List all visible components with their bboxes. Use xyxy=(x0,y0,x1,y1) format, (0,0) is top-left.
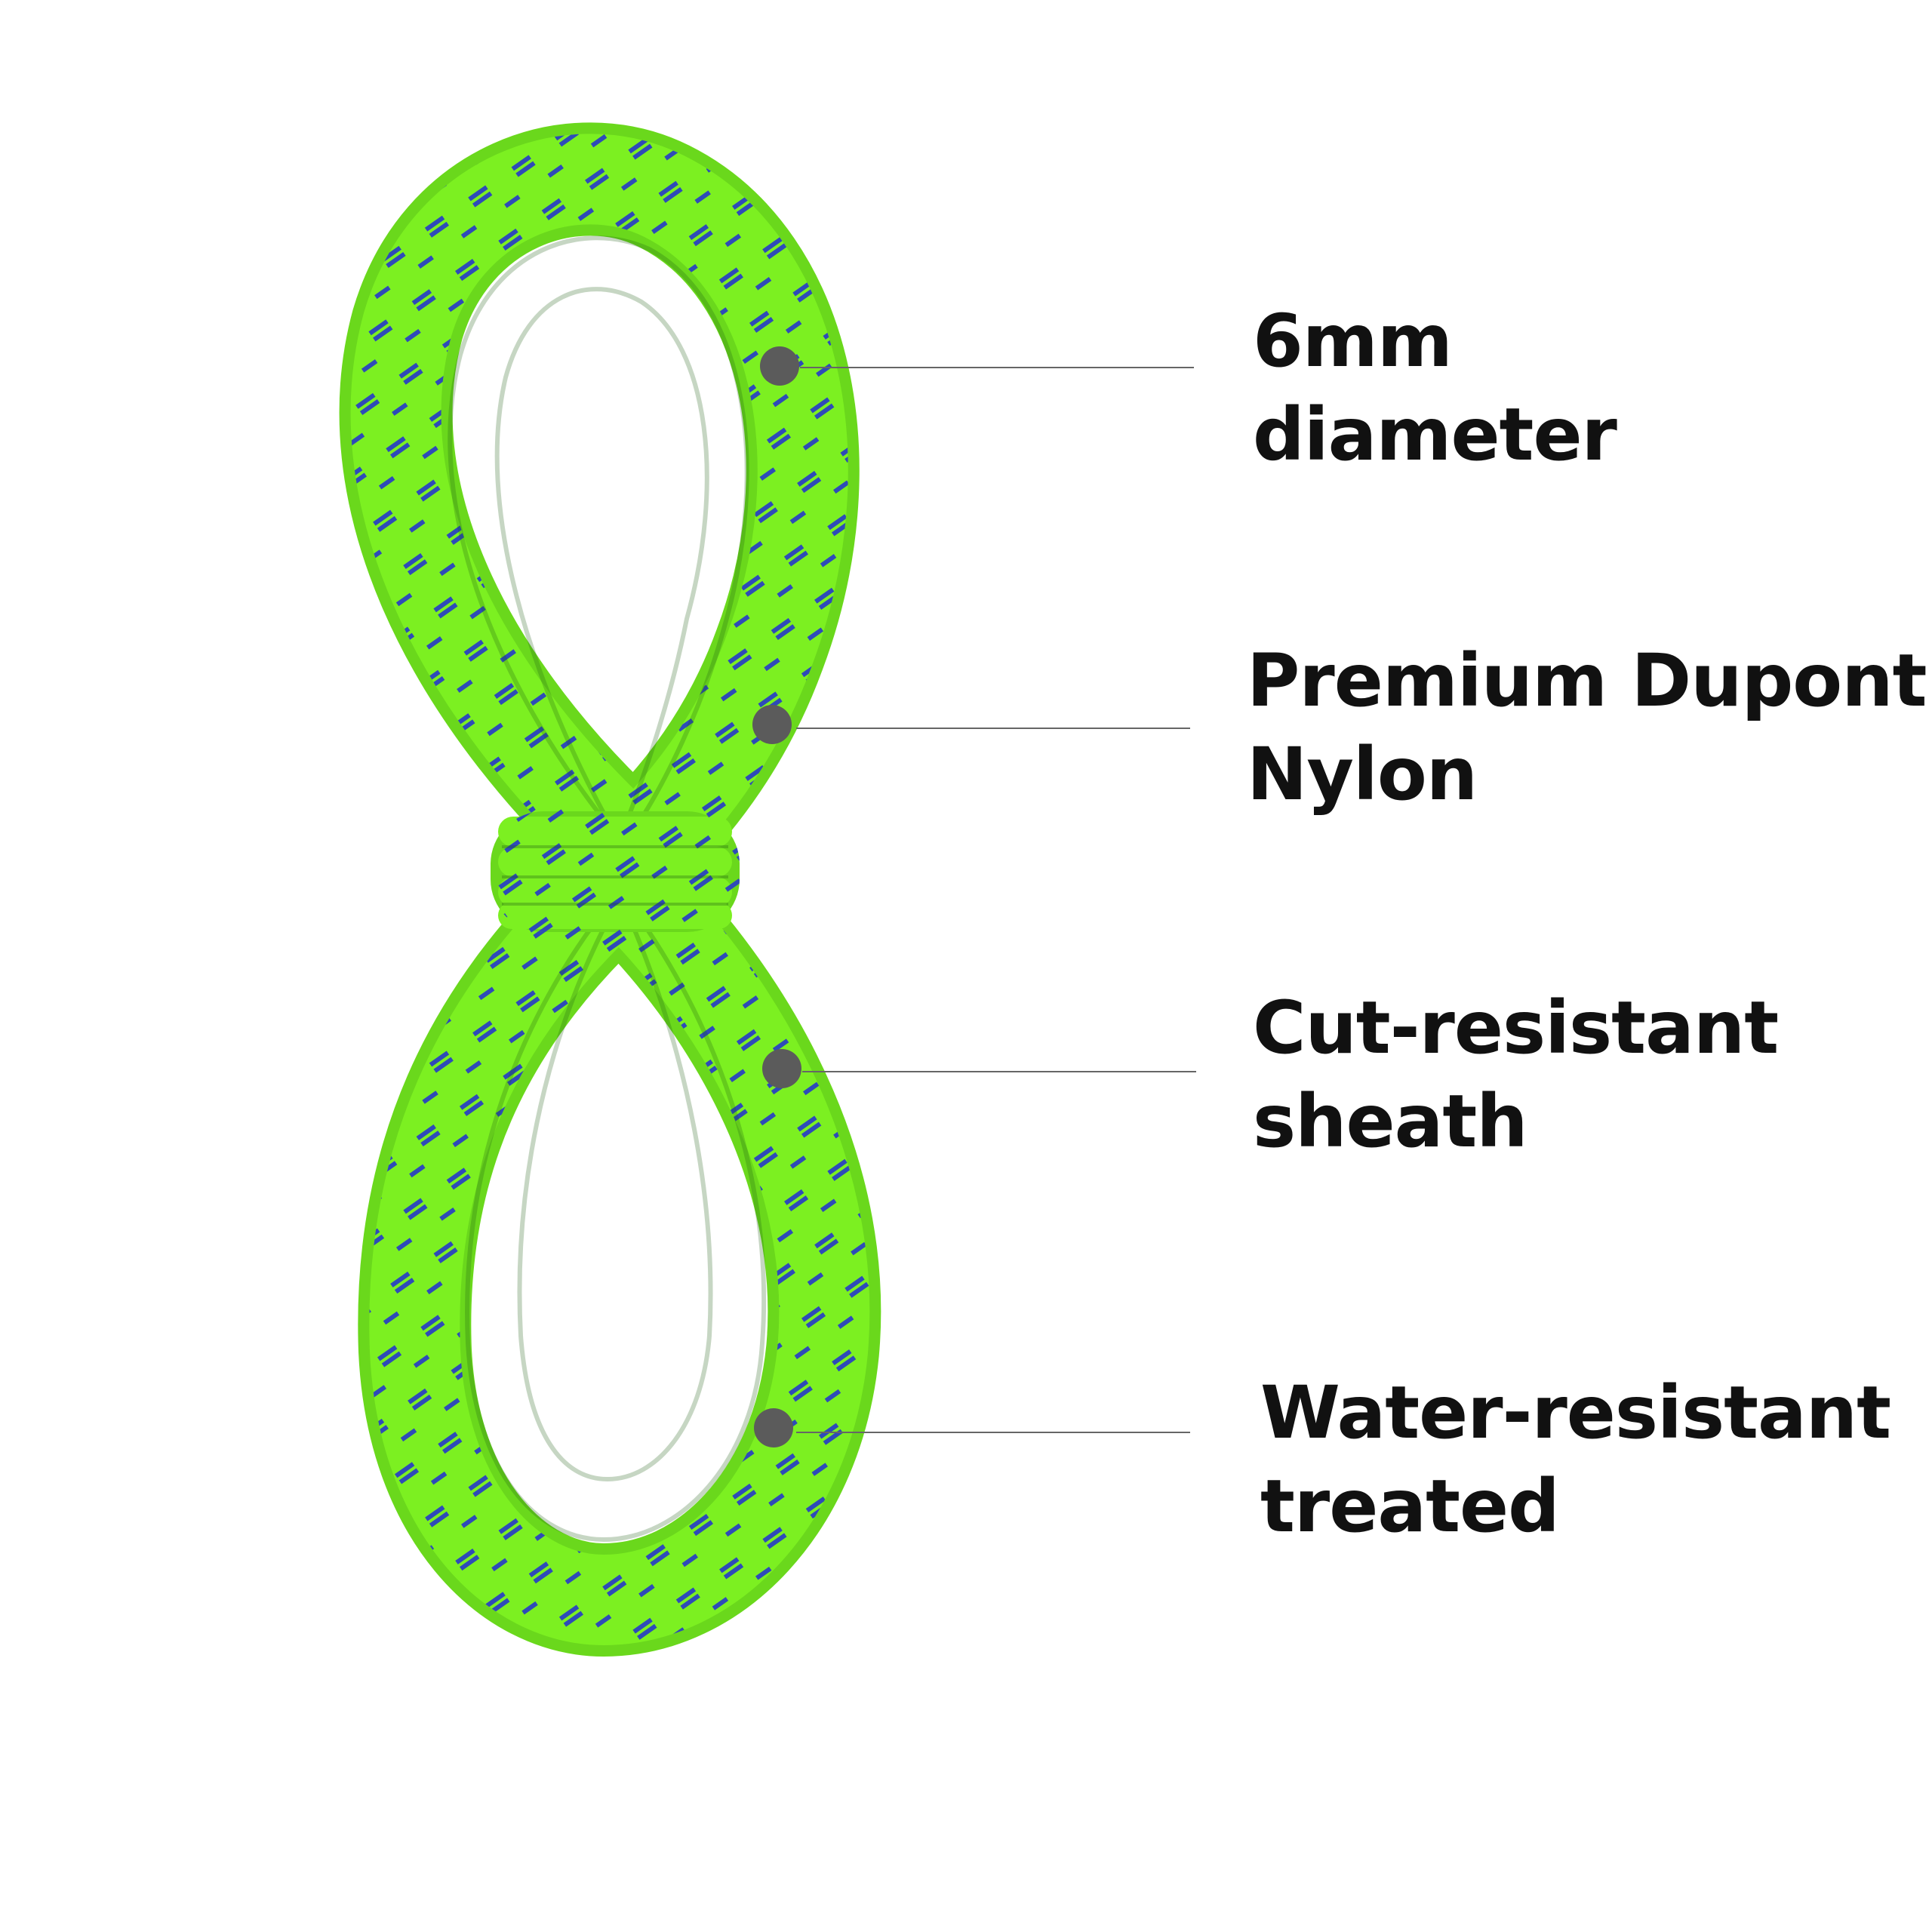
callout-label-material: Premium Dupont Nylon xyxy=(1247,634,1927,821)
callout-label-diameter: 6mm diameter xyxy=(1253,294,1617,481)
callout-label-line: Premium Dupont xyxy=(1247,638,1927,723)
callout-dot-1 xyxy=(760,346,799,386)
rope-binding-wrap xyxy=(491,811,740,932)
callout-connector-1 xyxy=(760,346,1194,386)
rope-top-loop xyxy=(339,122,860,894)
callout-label-line: 6mm xyxy=(1253,299,1453,383)
callout-connector-4 xyxy=(754,1408,1190,1447)
callout-label-sheath: Cut-resistant sheath xyxy=(1253,981,1779,1168)
callout-connector-3 xyxy=(762,1049,1196,1088)
callout-label-line: diameter xyxy=(1253,392,1617,477)
rope-bottom-loop xyxy=(358,857,881,1657)
callout-label-line: sheath xyxy=(1253,1079,1528,1164)
callout-dot-2 xyxy=(752,705,792,744)
callout-label-line: Water-resistant xyxy=(1260,1371,1891,1455)
callout-label-line: Nylon xyxy=(1247,732,1478,817)
callout-dot-4 xyxy=(754,1408,793,1447)
callout-label-line: treated xyxy=(1260,1464,1560,1549)
callout-connector-2 xyxy=(752,705,1190,744)
callout-label-line: Cut-resistant xyxy=(1253,986,1779,1070)
callout-dot-3 xyxy=(762,1049,801,1088)
callout-label-water: Water-resistant treated xyxy=(1260,1366,1891,1553)
